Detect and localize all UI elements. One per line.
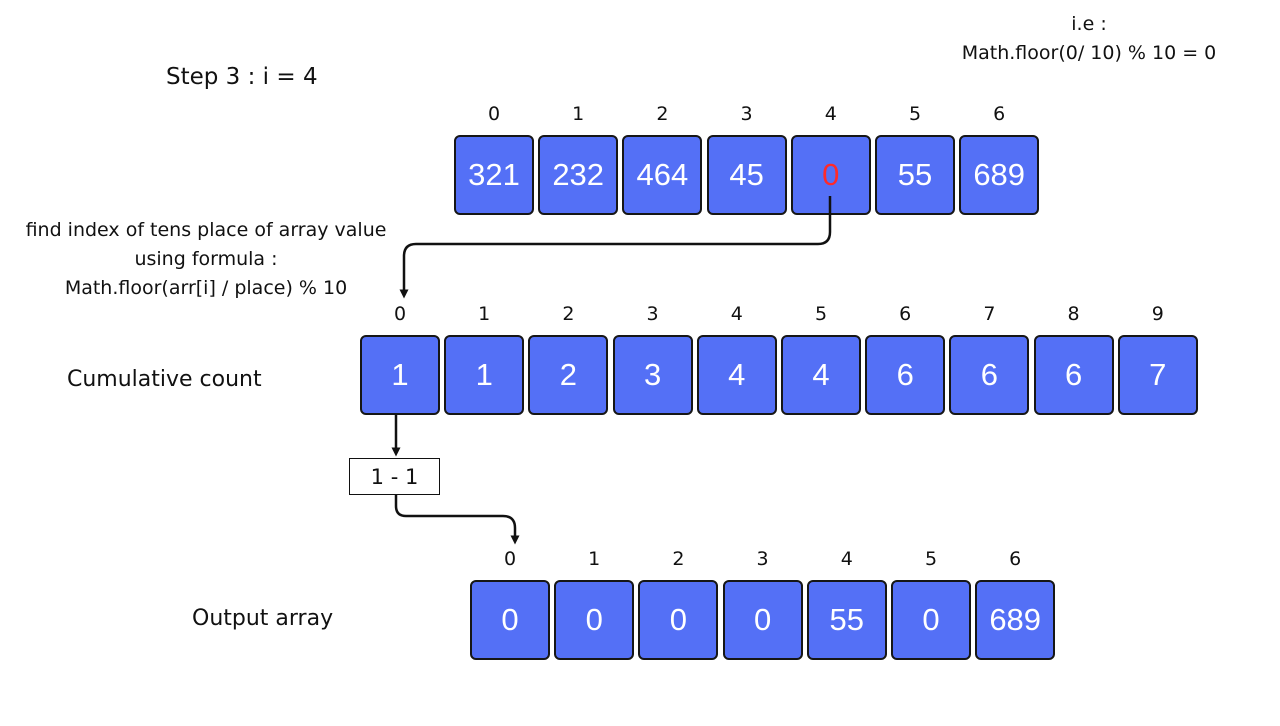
count-array-index: 4 [730,303,743,325]
input-array-index: 1 [572,103,585,125]
calc-box: 1 - 1 [349,458,440,495]
ie-label: i.e : [1071,13,1107,35]
count-array-index: 2 [562,303,575,325]
count-array-index: 3 [646,303,659,325]
output-array-index: 0 [503,548,517,570]
count-array-cell: 2 [528,335,609,415]
count-array-cell: 4 [696,335,777,415]
step-title: Step 3 : i = 4 [166,64,318,90]
arrow-calc-to-output [394,495,520,545]
output-array-index: 1 [588,548,601,570]
ie-expression: Math.floor(0/ 10) % 10 = 0 [961,42,1217,64]
input-array-index: 6 [993,103,1006,125]
input-array-cell: 45 [706,135,787,215]
count-array-cell: 3 [612,335,693,415]
count-array-cell: 6 [865,335,946,415]
output-array-index: 6 [1009,548,1022,570]
cumulative-count-label: Cumulative count [67,367,262,392]
input-array-cell: 232 [538,135,619,215]
input-array-cell: 689 [959,135,1040,215]
output-array-label: Output array [192,606,334,631]
output-array-index: 2 [672,548,685,570]
output-array-cell: 0 [470,580,550,660]
count-array-index: 7 [983,303,996,325]
output-array-cell: 0 [891,580,971,660]
output-array-cell: 689 [975,580,1056,660]
input-array-index: 5 [908,103,922,125]
input-array-cell: 464 [622,135,703,215]
count-array-index: 0 [393,303,407,325]
output-array-cell: 0 [554,580,635,660]
count-array-index: 1 [478,303,491,325]
output-array-index: 3 [756,548,769,570]
formula-line-3: Math.floor(arr[i] / place) % 10 [64,277,348,299]
count-array-cell: 7 [1117,335,1198,415]
formula-line-1: find index of tens place of array value [25,219,387,241]
count-array-index: 8 [1067,303,1080,325]
output-array-cell: 0 [722,580,803,660]
input-array-cell: 321 [454,135,534,215]
count-array-cell: 1 [360,335,440,415]
input-array-index: 2 [656,103,669,125]
output-array-index: 4 [840,548,853,570]
output-array-cell: 0 [638,580,719,660]
output-array-cell: 55 [806,580,887,660]
count-array-cell: 6 [1033,335,1114,415]
ie-note: i.e : Math.floor(0/ 10) % 10 = 0 [950,10,1228,68]
input-array-cell: 55 [875,135,955,215]
output-array-index: 5 [924,548,938,570]
count-array-cell: 4 [781,335,861,415]
count-array-index: 5 [814,303,828,325]
formula-note: find index of tens place of array value … [4,216,408,303]
count-array-index: 6 [899,303,912,325]
arrow-input-to-count [399,196,832,299]
input-array-index: 3 [740,103,753,125]
input-array-index: 0 [487,103,501,125]
count-array-index: 9 [1151,303,1164,325]
count-array-cell: 6 [949,335,1030,415]
input-array-index: 4 [824,103,837,125]
count-array-cell: 1 [444,335,525,415]
formula-line-2: using formula : [134,248,278,270]
